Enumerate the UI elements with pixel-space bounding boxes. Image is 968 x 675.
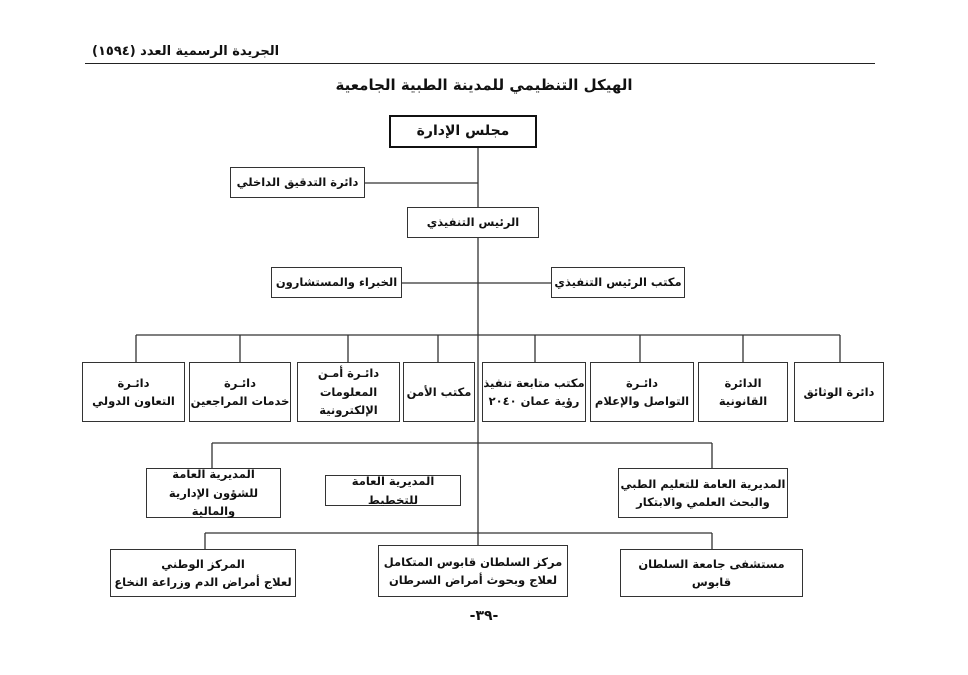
box-board-of-directors: مجلس الإدارة <box>389 115 537 148</box>
box-infosec-dept: دائـرة أمـن المعلومات الإلكترونية <box>297 362 400 422</box>
box-national-blood-center: المركز الوطني لعلاج أمراض الدم وزراعة ال… <box>110 549 296 597</box>
box-experts-advisors: الخبراء والمستشارون <box>271 267 402 298</box>
box-dg-planning: المديرية العامة للتخطيط <box>325 474 461 507</box>
box-ceo: الرئيس التنفيذي <box>407 207 539 238</box>
box-internal-audit: دائرة التدقيق الداخلي <box>230 167 365 198</box>
page-number: -٣٩- <box>469 608 499 624</box>
box-communication-dept: دائـرة التواصل والإعلام <box>590 362 694 422</box>
box-sultan-qaboos-cancer-center: مركز السلطان قابوس المتكامل لعلاج وبحوث … <box>378 545 568 597</box>
box-international-cooperation-dept: دائـرة التعاون الدولي <box>82 362 185 422</box>
box-squ-hospital: مستشفى جامعة السلطان قابوس <box>620 549 803 597</box>
box-legal-dept: الدائرة القانونية <box>698 362 788 422</box>
box-documents-dept: دائرة الوثائق <box>794 362 884 422</box>
box-ceo-office: مكتب الرئيس التنفيذي <box>551 267 685 298</box>
box-dg-medical-education: المديرية العامة للتعليم الطبي والبحث الع… <box>618 468 788 518</box>
header-divider <box>85 63 875 64</box>
gazette-header: الجريدة الرسمية العدد (١٥٩٤) <box>92 44 280 59</box>
box-reviewer-services-dept: دائـرة خدمات المراجعين <box>189 362 291 422</box>
box-vision-2040-office: مكتب متابعة تنفيذ رؤية عمان ٢٠٤٠ <box>482 362 586 422</box>
box-dg-admin-finance: المديرية العامة للشؤون الإدارية والمالية <box>146 467 281 518</box>
box-security-office: مكتب الأمن <box>403 362 475 422</box>
chart-title: الهيكل التنظيمي للمدينة الطبية الجامعية <box>335 76 633 94</box>
